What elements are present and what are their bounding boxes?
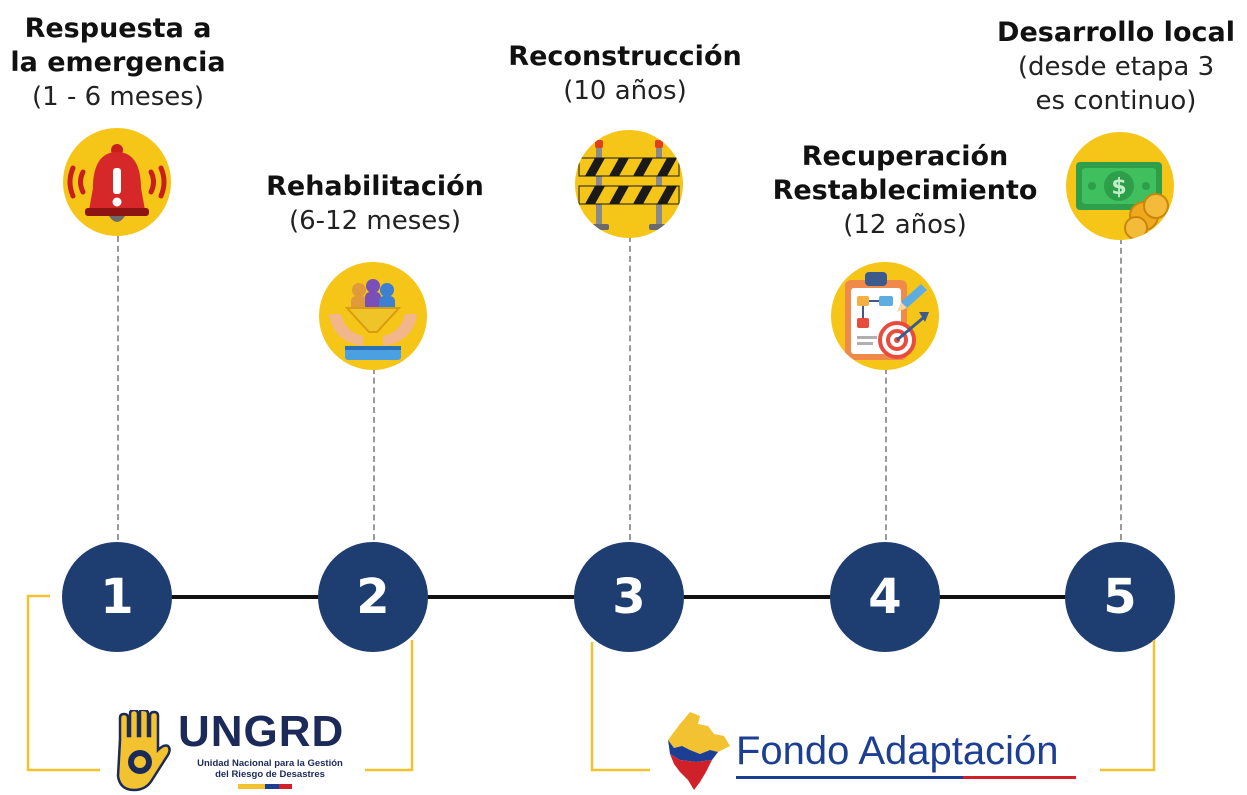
- stage-2-subtitle: (6-12 meses): [289, 206, 461, 236]
- connector-2: [373, 368, 375, 540]
- money-coins-icon: $: [1066, 132, 1174, 240]
- ungrd-logo: UNGRD Unidad Nacional para la Gestión de…: [112, 707, 362, 792]
- svg-text:$: $: [1111, 175, 1126, 200]
- fondo-logo: Fondo Adaptación: [660, 710, 1080, 792]
- stage-4-title-line1: Recuperación: [801, 141, 1009, 172]
- stage-3-number: 3: [574, 542, 684, 652]
- stage-4-subtitle: (12 años): [843, 210, 967, 240]
- stage-3-title-text: Reconstrucción: [508, 41, 742, 72]
- colombia-map-icon: [668, 712, 730, 790]
- stage-1-number: 1: [62, 542, 172, 652]
- stage-4-number: 4: [830, 542, 940, 652]
- stage-1-title-line1: Respuesta a: [24, 13, 212, 44]
- connector-3: [629, 236, 631, 540]
- alarm-bell-icon: [63, 128, 171, 236]
- connector-5: [1120, 238, 1122, 540]
- stage-5-title: Desarrollo local (desde etapa 3 es conti…: [985, 16, 1247, 118]
- ungrd-subtitle-line1: Unidad Nacional para la Gestión: [197, 758, 343, 769]
- stage-1-title-line2: la emergencia: [10, 47, 226, 78]
- stage-2-title: Rehabilitación (6-12 meses): [250, 170, 500, 238]
- stage-2-number: 2: [318, 542, 428, 652]
- stage-1-title: Respuesta a la emergencia (1 - 6 meses): [0, 12, 236, 114]
- stage-4-title-line2: Restablecimiento: [772, 175, 1038, 206]
- stage-5-subtitle-line1: (desde etapa 3: [1017, 52, 1215, 82]
- construction-barrier-icon: [575, 130, 683, 238]
- clipboard-target-plan-icon: [831, 262, 939, 370]
- stage-3-subtitle: (10 años): [563, 76, 687, 106]
- ungrd-flag-bar: [238, 784, 292, 789]
- ungrd-subtitle-line2: del Riesgo de Desastres: [215, 769, 325, 780]
- stage-5-subtitle-line2: es continuo): [1035, 86, 1197, 116]
- stage-5-number: 5: [1065, 542, 1175, 652]
- stage-5-title-text: Desarrollo local: [997, 17, 1235, 48]
- ungrd-hand-shield-icon: [116, 710, 171, 792]
- stage-1-subtitle: (1 - 6 meses): [32, 82, 204, 112]
- fondo-name: Fondo Adaptación: [736, 729, 1059, 773]
- connector-4: [885, 368, 887, 540]
- fondo-underline: [736, 776, 1076, 779]
- ungrd-name: UNGRD: [178, 707, 345, 756]
- helping-hands-people-icon: [319, 262, 427, 370]
- stage-2-title-text: Rehabilitación: [266, 171, 484, 202]
- connector-1: [117, 236, 119, 540]
- stage-4-title: Recuperación Restablecimiento (12 años): [760, 140, 1050, 242]
- stage-3-title: Reconstrucción (10 años): [490, 40, 760, 108]
